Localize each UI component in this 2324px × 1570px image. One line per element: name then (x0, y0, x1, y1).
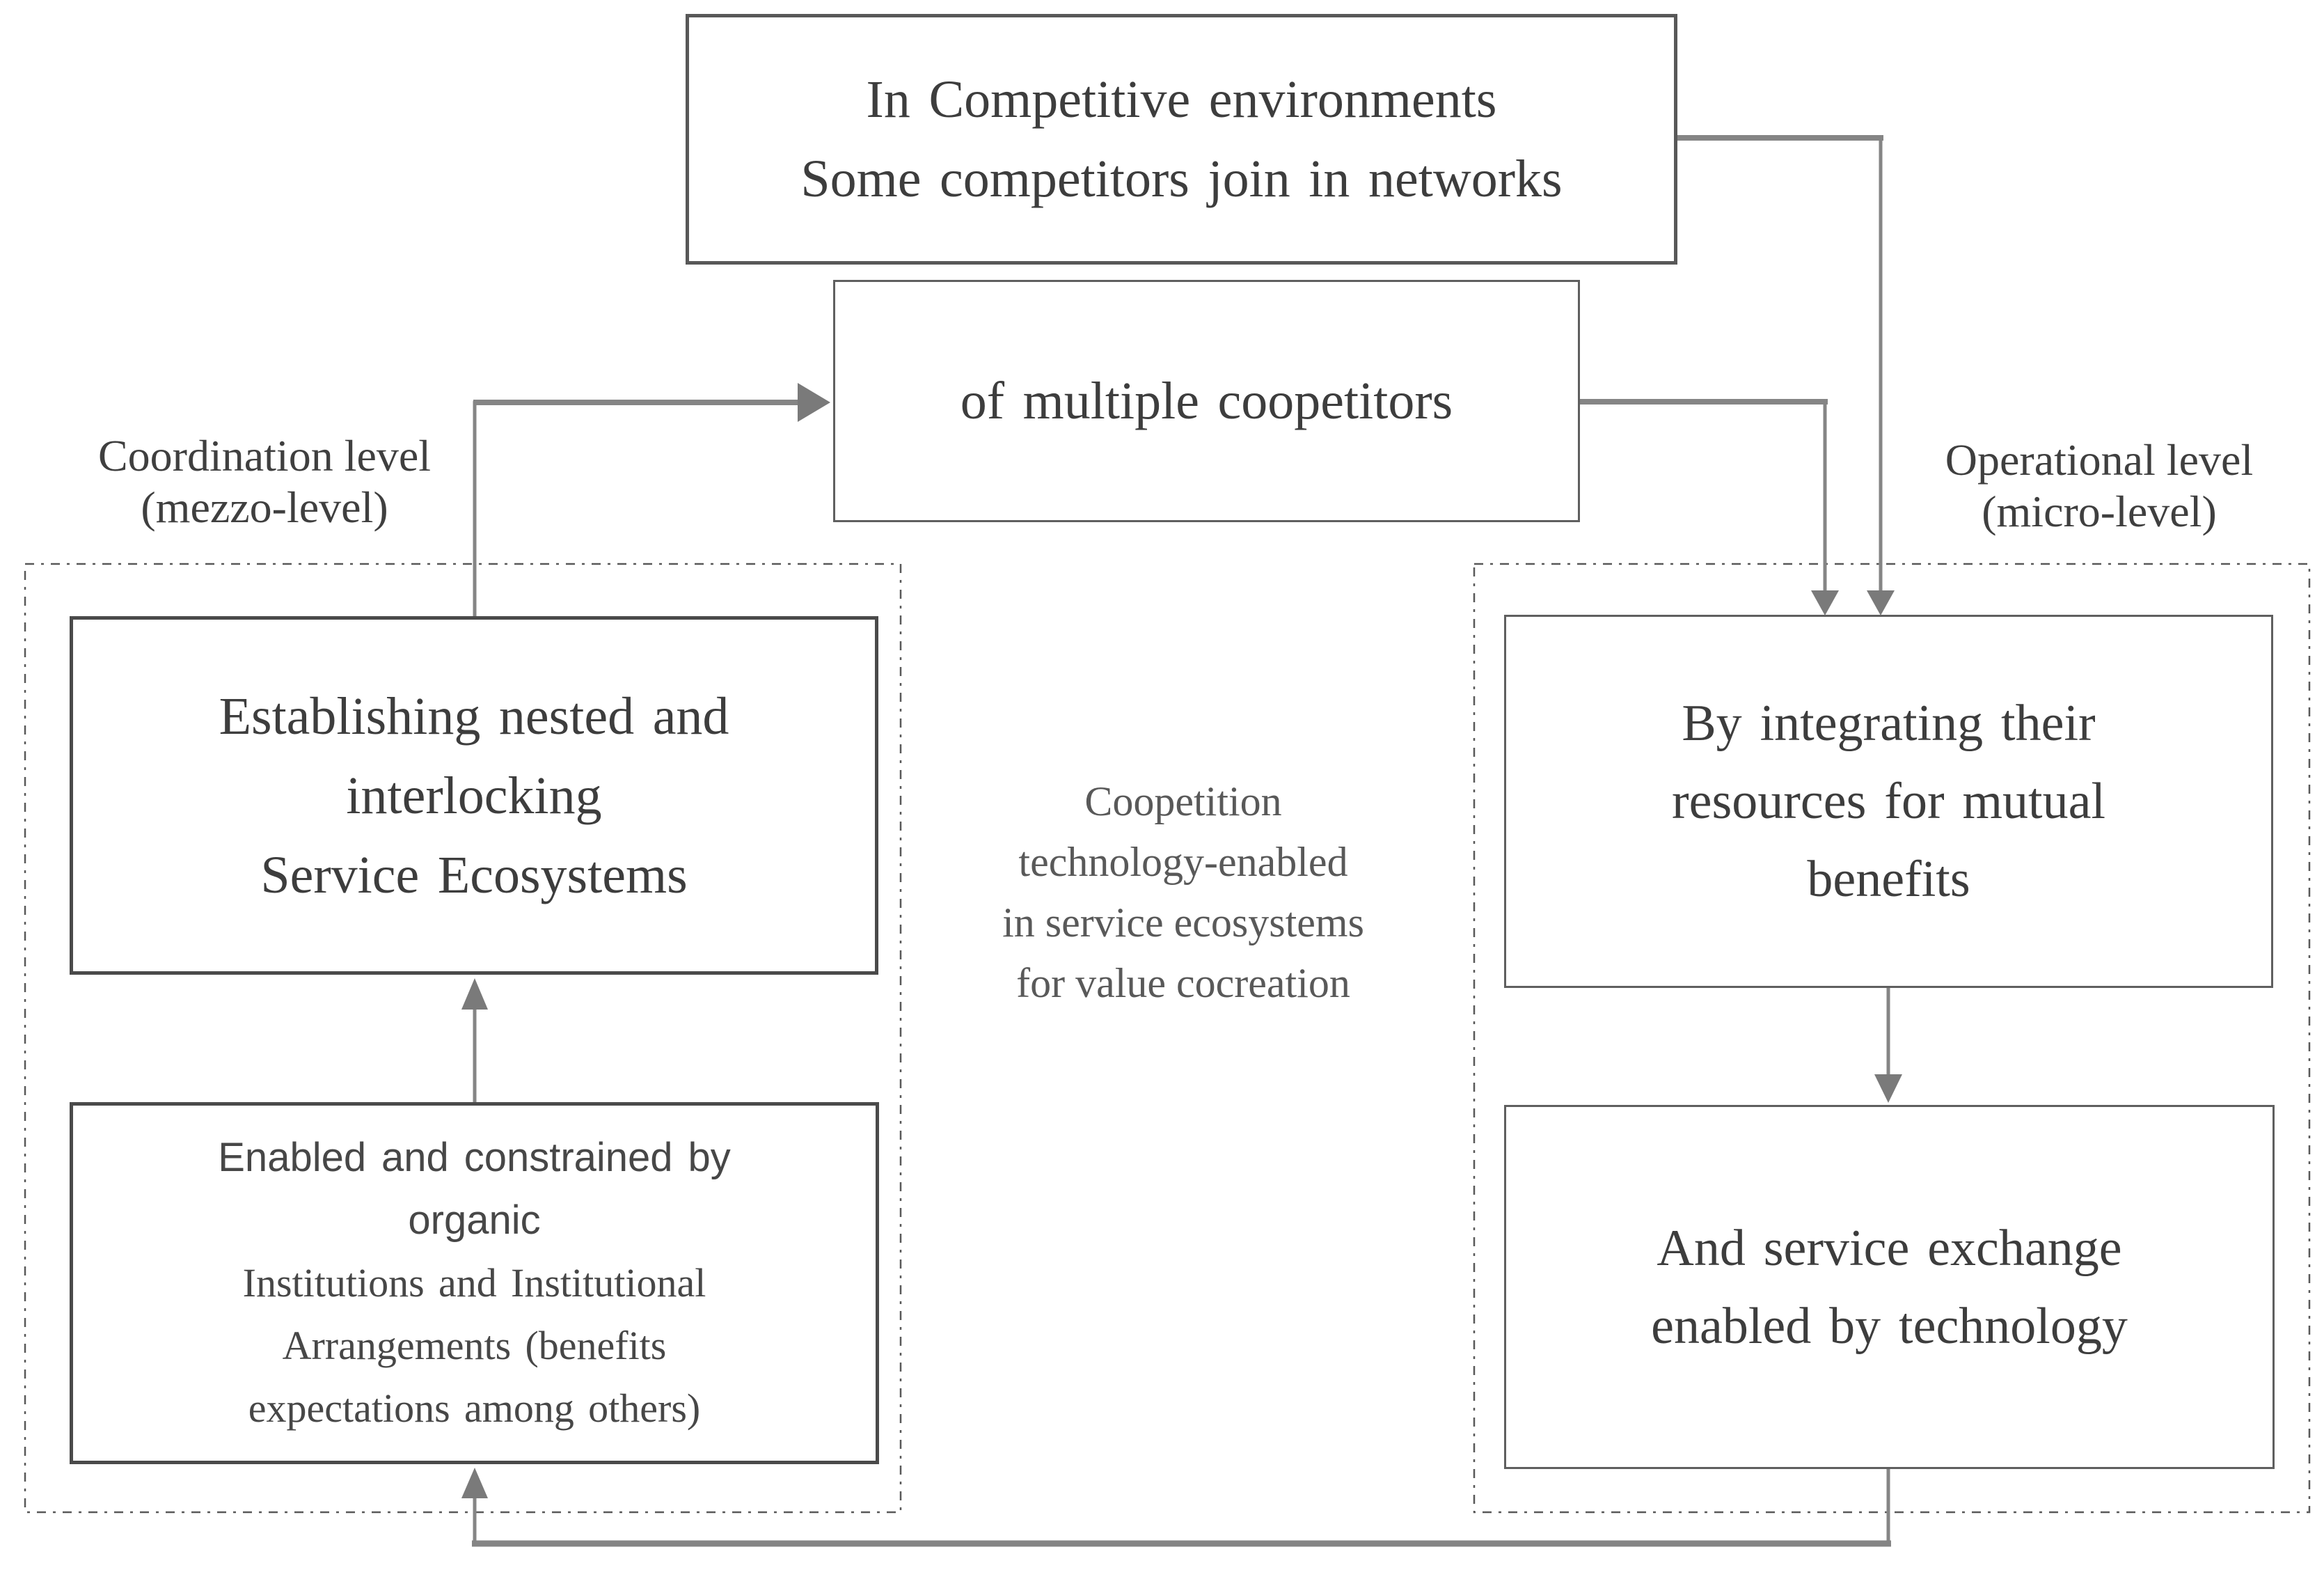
resources-mutual-line: resources for mutual (1671, 773, 2106, 830)
operational-level-line: Operational level (1945, 435, 2254, 485)
benefits-line: benefits (1807, 851, 1970, 908)
arrow-exchange-to-institutions-loop-icon (461, 1468, 1891, 1547)
enabled-constrained-line: Enabled and constrained by (218, 1135, 731, 1180)
coopetition-line: Coopetition (1084, 778, 1282, 824)
arrow-networks-to-integrating-icon (1677, 135, 1895, 615)
service-exchange-box: And service exchange enabled by technolo… (1504, 1105, 2275, 1469)
arrow-coopetitors-to-integrating-icon (1580, 399, 1839, 615)
institutions-institutional-line: Institutions and Institutional (242, 1260, 706, 1305)
integrating-resources-box: By integrating their resources for mutua… (1504, 615, 2273, 988)
institutions-arrangements-box: Enabled and constrained by organic Insti… (70, 1102, 879, 1464)
establishing-nested-line: Establishing nested and (219, 686, 729, 746)
in-service-ecosystems-line: in service ecosystems (1002, 900, 1364, 945)
competitors-join-networks-line: Some competitors join in networks (800, 150, 1563, 208)
arrow-integrating-to-exchange-icon (1874, 988, 1902, 1103)
value-cocreation-line: for value cocreation (1016, 960, 1350, 1006)
coopetition-value-cocreation-note: Coopetition technology-enabled in servic… (891, 771, 1476, 1014)
by-integrating-line: By integrating their (1682, 695, 2096, 752)
service-exchange-line: And service exchange (1657, 1219, 2122, 1277)
coordination-level-line: Coordination level (97, 431, 432, 480)
arrow-institutions-to-establishing-icon (461, 978, 488, 1102)
competitive-environments-box: In Competitive environments Some competi… (686, 14, 1677, 265)
enabled-technology-line: enabled by technology (1651, 1297, 2128, 1355)
coordination-level-label: Coordination level (mezzo-level) (28, 430, 501, 533)
organic-line: organic (408, 1198, 541, 1243)
interlocking-line: interlocking (346, 766, 602, 825)
competitive-environments-line: In Competitive environments (866, 70, 1497, 129)
expectations-others-line: expectations among others) (248, 1385, 701, 1431)
arrangements-benefits-line: Arrangements (benefits (282, 1323, 667, 1368)
multiple-coopetitors-box: of multiple coopetitors (833, 280, 1580, 522)
establishing-ecosystems-box: Establishing nested and interlocking Ser… (70, 616, 878, 975)
mezzo-level-line: (mezzo-level) (141, 482, 388, 532)
micro-level-line: (micro-level) (1982, 487, 2217, 536)
service-ecosystems-line: Service Ecosystems (260, 845, 688, 904)
multiple-coopetitors-line: of multiple coopetitors (960, 372, 1453, 430)
operational-level-label: Operational level (micro-level) (1863, 434, 2324, 537)
arrow-establishing-to-coopetitors-icon (473, 383, 830, 616)
technology-enabled-line: technology-enabled (1018, 839, 1348, 885)
